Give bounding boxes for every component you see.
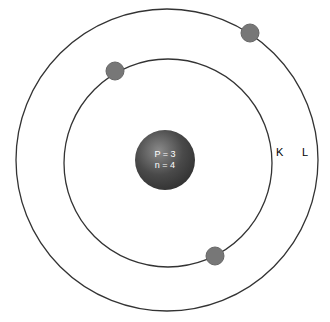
outer-shell xyxy=(16,9,318,311)
electron xyxy=(241,24,259,42)
inner-shell xyxy=(64,59,272,267)
electron xyxy=(206,247,224,265)
nucleus-text: P = 3 xyxy=(154,149,175,160)
nucleus: P = 3n = 4 xyxy=(135,130,195,190)
electron xyxy=(106,62,124,80)
nucleus-text: n = 4 xyxy=(155,160,175,171)
shell-label: L xyxy=(302,146,308,158)
shell-label: K xyxy=(276,146,283,158)
